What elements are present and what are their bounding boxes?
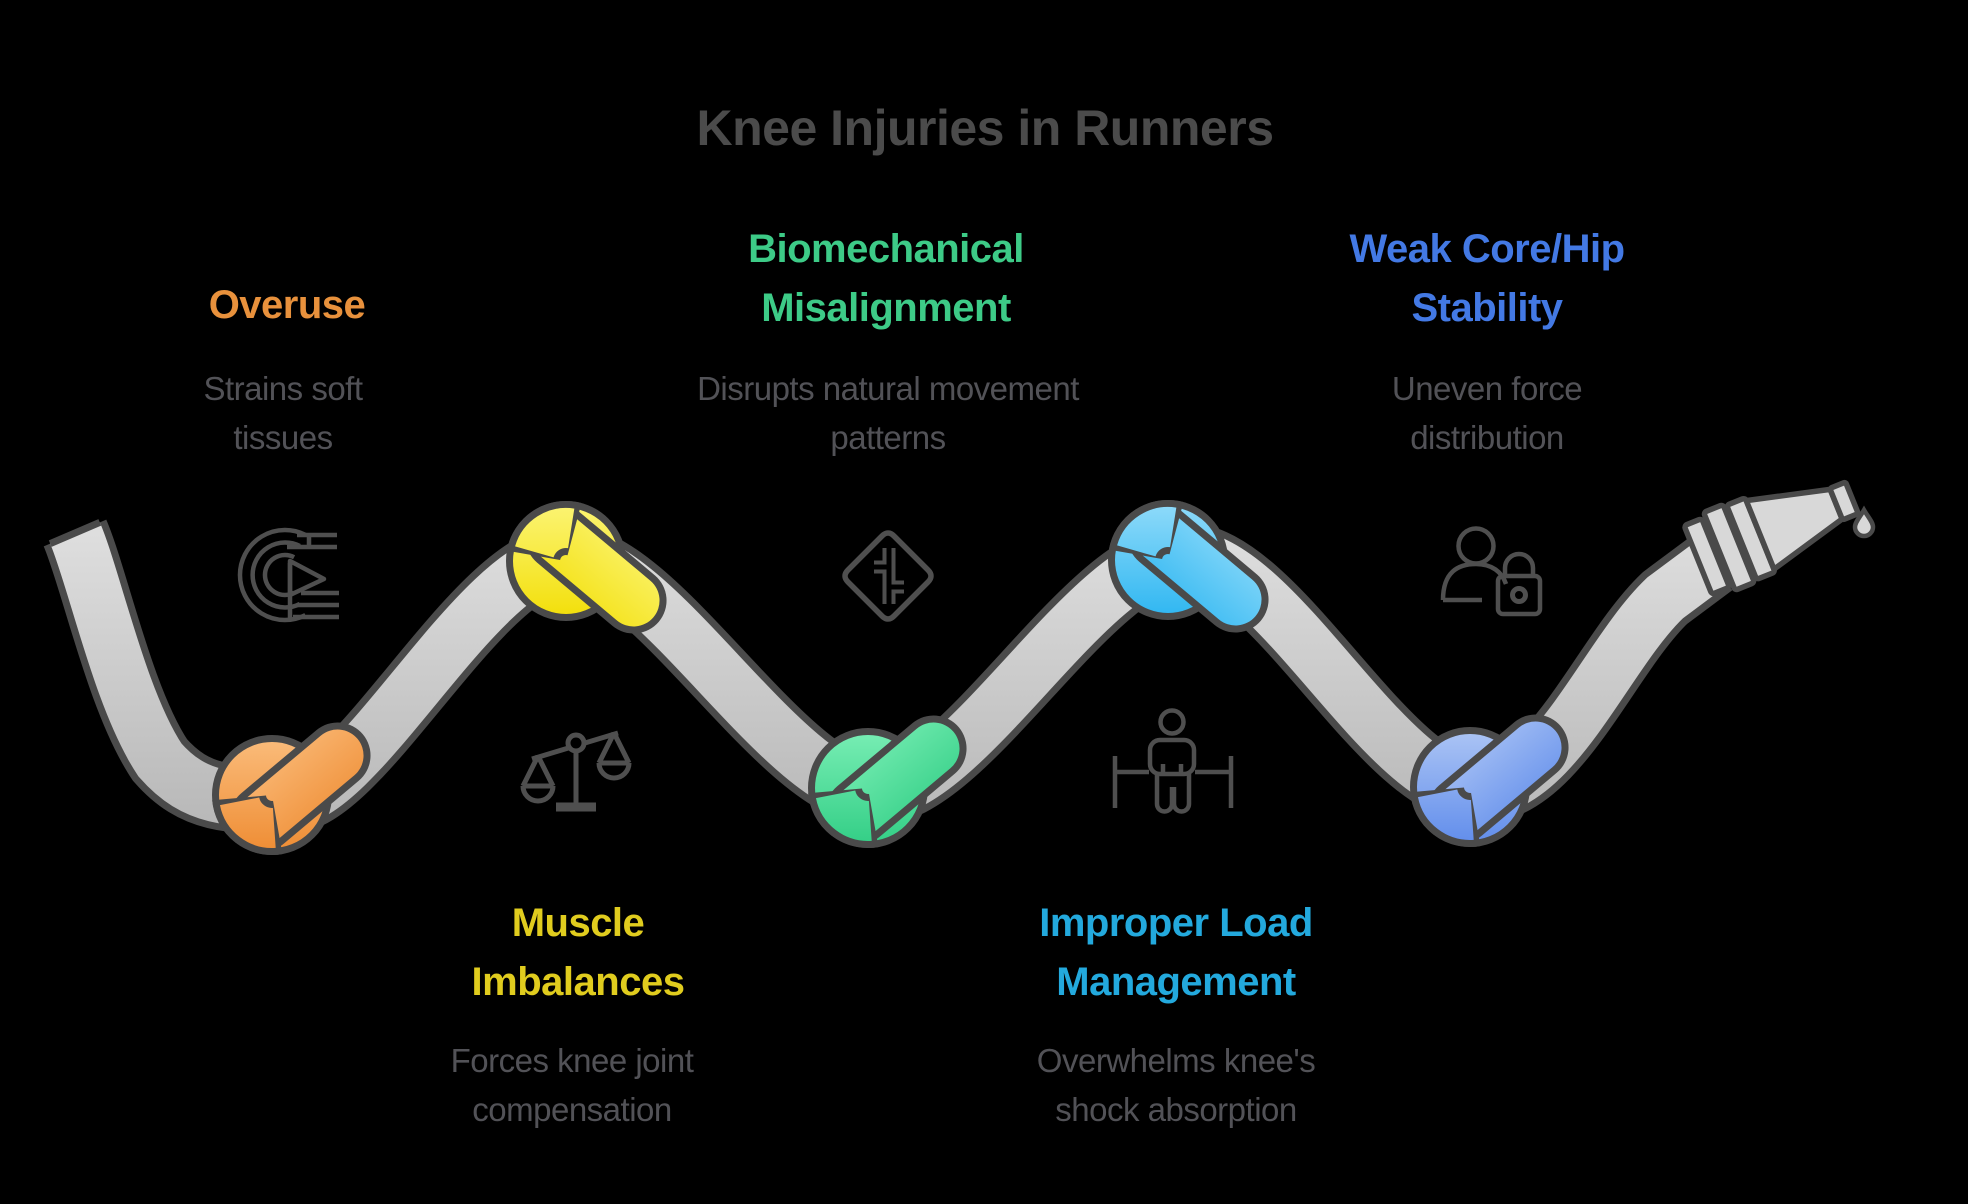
rope-cut-end bbox=[48, 519, 102, 547]
knot-weak-core-hip-stability bbox=[1410, 714, 1569, 847]
cause-label-overuse: Overuse bbox=[208, 283, 366, 327]
cause-label-muscle-imbalances: Muscle Imbalances bbox=[471, 901, 685, 1004]
cause-label-improper-load-management: Improper Load Management bbox=[1039, 901, 1313, 1004]
knot-biomechanical-misalignment bbox=[808, 715, 967, 848]
weightlifter-barbell-icon bbox=[1112, 708, 1234, 814]
cause-label-biomechanical-misalignment: Biomechanical Misalignment bbox=[748, 227, 1024, 330]
cause-desc-muscle-imbalances: Forces knee joint compensation bbox=[450, 1042, 694, 1128]
page-title: Knee Injuries in Runners bbox=[696, 100, 1274, 156]
balance-scales-icon bbox=[520, 730, 632, 812]
race-track-flag-icon bbox=[237, 527, 339, 623]
cause-desc-overuse: Strains soft tissues bbox=[203, 370, 363, 456]
knot-improper-load-management bbox=[1108, 500, 1269, 633]
water-drop-icon bbox=[1852, 505, 1876, 539]
knot-overuse bbox=[212, 722, 371, 855]
cause-desc-improper-load-management: Overwhelms knee's shock absorption bbox=[1036, 1042, 1316, 1128]
user-lock-icon bbox=[1440, 526, 1543, 617]
cause-desc-biomechanical-misalignment: Disrupts natural movement patterns bbox=[697, 370, 1079, 456]
cause-desc-weak-core-hip-stability: Uneven force distribution bbox=[1391, 370, 1583, 456]
knot-muscle-imbalances bbox=[506, 501, 667, 634]
staggered-junction-sign-icon bbox=[842, 530, 934, 622]
hose-nozzle bbox=[1682, 479, 1861, 597]
cause-label-weak-core-hip-stability: Weak Core/Hip Stability bbox=[1349, 227, 1625, 330]
